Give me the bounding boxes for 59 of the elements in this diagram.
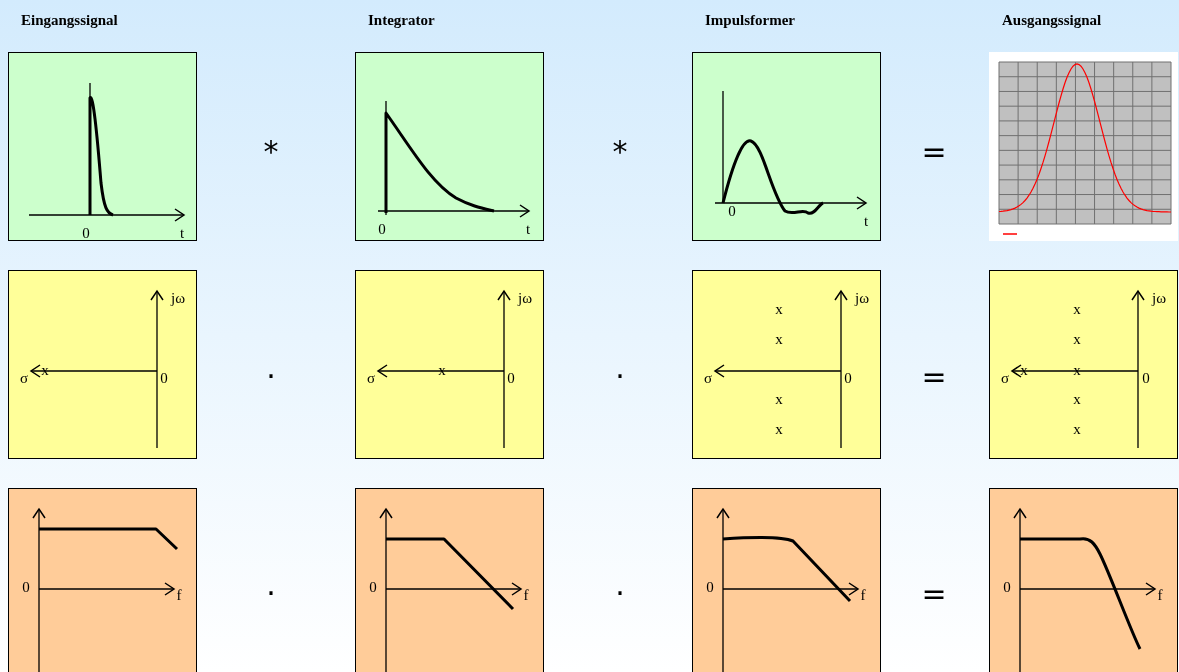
operator-symbol: ·	[615, 362, 625, 392]
pole-marker: x	[1073, 391, 1081, 407]
pole-marker: x	[1073, 421, 1081, 437]
axis-label: σ	[1000, 370, 1010, 386]
pole-marker: x	[775, 301, 783, 317]
axis-label: jω	[1152, 290, 1166, 306]
pole-zero-plot-panel	[692, 270, 881, 459]
axis-label: f	[176, 587, 182, 603]
axis-label: 0	[1003, 579, 1011, 595]
frequency-response-panel	[355, 488, 544, 672]
operator-symbol: *	[263, 137, 279, 167]
frequency-response-panel	[8, 488, 197, 672]
column-heading: Integrator	[368, 12, 435, 29]
axis-label: σ	[19, 370, 29, 386]
frequency-response-panel	[692, 488, 881, 672]
operator-symbol: *	[612, 137, 628, 167]
signal-plot-panel	[355, 52, 544, 241]
axis-label: 0	[728, 203, 736, 219]
axis-label: 0	[160, 370, 168, 386]
pole-zero-plot-panel	[8, 270, 197, 459]
axis-label: f	[523, 587, 529, 603]
axis-label: t	[525, 221, 531, 237]
pole-marker: x	[1073, 331, 1081, 347]
operator-symbol: =	[921, 579, 947, 609]
axis-label: f	[1157, 587, 1163, 603]
axis-label: t	[179, 225, 185, 241]
signal-plot-panel	[8, 52, 197, 241]
axis-label: t	[863, 213, 869, 229]
operator-symbol: =	[921, 362, 947, 392]
pole-marker: x	[775, 331, 783, 347]
column-heading: Ausgangssignal	[1002, 12, 1102, 29]
pole-marker: x	[1073, 301, 1081, 317]
frequency-response-panel	[989, 488, 1178, 672]
axis-label: σ	[703, 370, 713, 386]
axis-label: 0	[378, 221, 386, 237]
axis-label: 0	[82, 225, 90, 241]
signal-plot-panel	[692, 52, 881, 241]
axis-label: f	[860, 587, 866, 603]
axis-label: jω	[518, 290, 532, 306]
pole-marker: x	[775, 421, 783, 437]
axis-label: 0	[706, 579, 714, 595]
operator-symbol: ·	[266, 362, 276, 392]
column-heading: Impulsformer	[705, 12, 795, 29]
axis-label: 0	[22, 579, 30, 595]
axis-label: jω	[855, 290, 869, 306]
operator-symbol: ·	[266, 579, 276, 609]
axis-label: 0	[844, 370, 852, 386]
axis-label: 0	[1142, 370, 1150, 386]
pole-zero-plot-panel	[355, 270, 544, 459]
axis-label: jω	[171, 290, 185, 306]
operator-symbol: =	[921, 137, 947, 167]
pole-zero-plot-panel	[989, 270, 1178, 459]
operator-symbol: ·	[615, 579, 625, 609]
axis-label: 0	[369, 579, 377, 595]
axis-label: 0	[507, 370, 515, 386]
pole-marker: x	[775, 391, 783, 407]
axis-label: σ	[366, 370, 376, 386]
chart-screenshot	[989, 52, 1178, 241]
column-heading: Eingangssignal	[21, 12, 118, 29]
